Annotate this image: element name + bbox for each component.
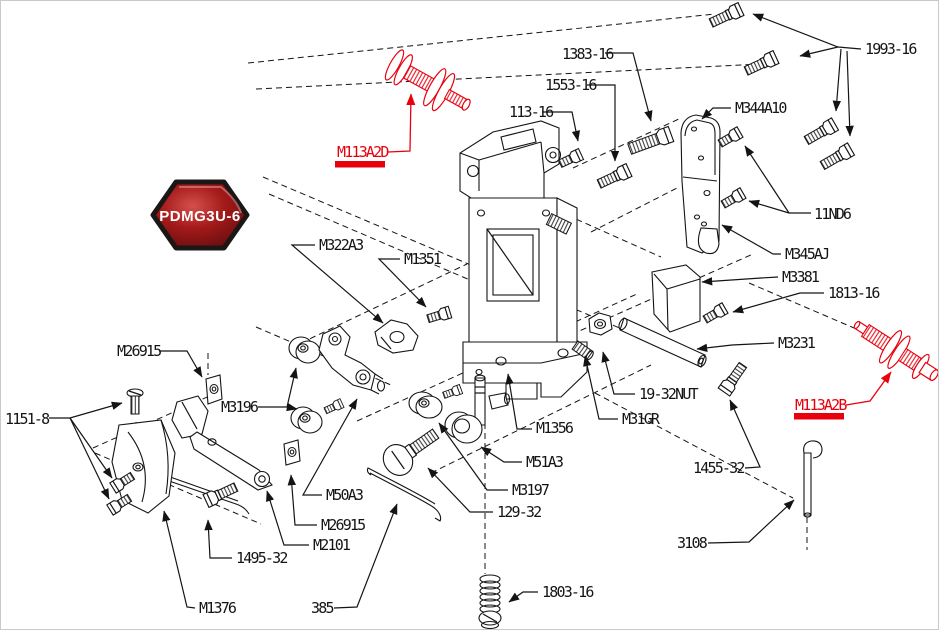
part-label-m322a3: M322A3 — [319, 236, 363, 254]
part-label-m2101: M2101 — [313, 536, 351, 554]
part-label-1455-32: 1455-32 — [693, 459, 744, 477]
part-label-385: 385 — [311, 599, 333, 617]
part-label-m1356: M1356 — [536, 419, 574, 437]
part-label-1813-16: 1813-16 — [828, 284, 880, 302]
part-label-1495-32: 1495-32 — [236, 549, 287, 567]
part-label-1803-16: 1803-16 — [542, 583, 594, 601]
part-label-m3231: M3231 — [778, 334, 816, 352]
badge-label: PDMG3U-6 — [159, 208, 241, 225]
part-label-m344a10: M344A10 — [735, 99, 787, 117]
part-label-129-32: 129-32 — [497, 503, 541, 521]
parts-layer — [106, 2, 938, 629]
part-label-m113a2b: M113A2B — [795, 396, 847, 414]
part-label-1553-16: 1553-16 — [545, 76, 597, 94]
square-nut-m26915-bottom — [283, 439, 301, 466]
part-label-3108: 3108 — [677, 534, 708, 552]
part-label-m113a2d: M113A2D — [337, 143, 389, 161]
part-label-19-32nut: 19-32NUT — [639, 385, 699, 403]
part-group-badge: PDMG3U-6 — [150, 179, 250, 251]
part-label-m3196: M3196 — [221, 398, 259, 416]
pin-3108 — [803, 440, 823, 518]
square-nut-m26915-top — [205, 374, 223, 405]
leader-lines — [49, 13, 892, 609]
part-label-1993-16: 1993-16 — [865, 40, 917, 58]
buffer-part-m113a2b — [853, 320, 938, 381]
trigger-stop-cluster — [382, 374, 511, 476]
part-label-1151-8: 1151-8 — [5, 410, 50, 428]
buffer-part-m113a2d — [384, 49, 471, 112]
cocking-lever-assembly — [288, 325, 386, 434]
receiver-block — [459, 120, 588, 400]
spring-1803-16 — [478, 574, 502, 629]
latch-m322a3 — [374, 319, 419, 354]
part-label-1383-16: 1383-16 — [562, 45, 614, 63]
nut-19-32 — [588, 312, 613, 336]
wedge-m3381 — [651, 264, 701, 333]
part-label-113-16: 113-16 — [509, 103, 554, 121]
highlight-underline-m113a2b — [794, 413, 844, 420]
part-label-m50a3: M50A3 — [326, 486, 363, 504]
part-label-m3381: M3381 — [782, 268, 820, 286]
rod-385 — [366, 467, 442, 522]
part-label-m51a3: M51A3 — [526, 453, 563, 471]
stud-m31gr — [571, 340, 594, 361]
backplate-m344a10 — [680, 114, 721, 255]
part-label-m3197: M3197 — [512, 481, 549, 499]
part-label-m26915-top: M26915 — [117, 342, 161, 360]
part-label-m31gr: M31GR — [622, 410, 661, 428]
part-label-m26915-bottom: M26915 — [321, 516, 365, 534]
part-label-m1376: M1376 — [199, 599, 237, 617]
highlight-underline-m113a2d — [335, 161, 385, 168]
badge-hexagon — [150, 179, 250, 251]
part-label-m345aj: M345AJ — [785, 245, 828, 263]
rod-m3231 — [618, 317, 707, 368]
part-label-m1351: M1351 — [404, 250, 442, 268]
labels-layer: 1993-16 1383-16 1553-16 113-16 M344A10 M… — [5, 40, 919, 617]
part-label-11nd6: 11ND6 — [814, 205, 852, 223]
trigger-frame-assembly — [111, 388, 273, 514]
